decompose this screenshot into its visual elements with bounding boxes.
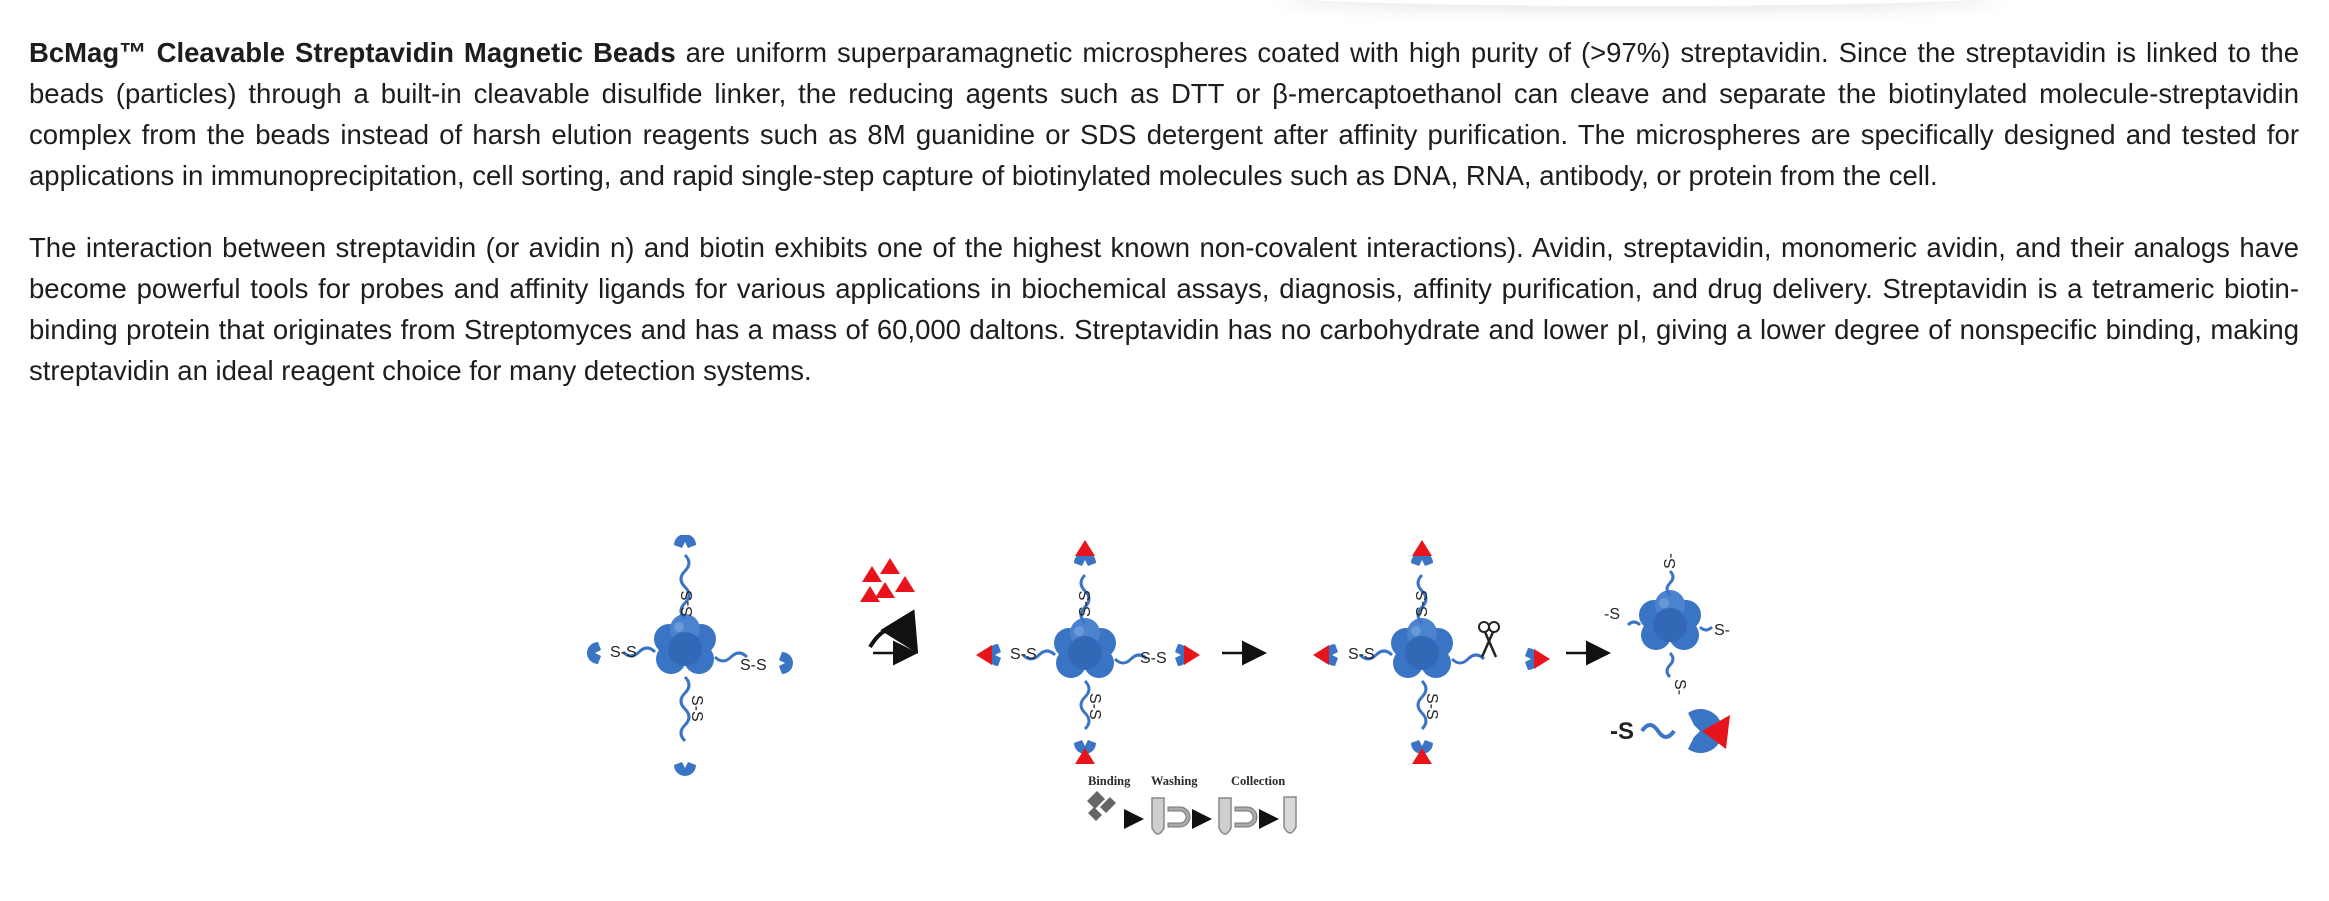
product-name: BcMag™ Cleavable Streptavidin Magnetic B…: [29, 37, 676, 68]
cleaved-label: S-: [1662, 553, 1679, 569]
linker-label: S-S: [1140, 650, 1167, 667]
cleavable-beads-diagram: S-S S-S S-S S-S S-S S-S: [580, 535, 1760, 855]
intro-text: are uniform superparamagnetic microspher…: [29, 37, 2299, 191]
tube-icon: [1283, 796, 1297, 834]
cleaved-label-left: -S: [1610, 718, 1634, 745]
step-label: Collection: [1231, 774, 1285, 788]
top-shadow: [1280, 0, 2000, 6]
linker-label: S-S: [1414, 590, 1431, 617]
construct-3: S-S S-S S-S: [1313, 540, 1550, 764]
rotate-arrow-icon: [868, 609, 919, 654]
linker-label: S-S: [610, 644, 637, 661]
construct-2: S-S S-S S-S S-S: [976, 540, 1200, 764]
linker-label: S-S: [1423, 693, 1440, 720]
released-complex: -S: [1610, 709, 1730, 753]
construct-1: S-S S-S S-S S-S: [587, 535, 793, 776]
linker-label: S-S: [1086, 693, 1103, 720]
tube-magnet-icon: [1218, 797, 1258, 835]
scissors-icon: [1478, 621, 1500, 658]
cleaved-bead: S- S- -S S-: [1604, 553, 1730, 695]
interaction-paragraph: The interaction between streptavidin (or…: [29, 232, 2299, 386]
linker-label: S-S: [1077, 590, 1094, 617]
step-label: Washing: [1151, 774, 1198, 788]
intro-paragraph: BcMag™ Cleavable Streptavidin Magnetic B…: [29, 32, 2299, 196]
linker-label: S-S: [1010, 646, 1037, 663]
cleaved-label: S-: [1714, 622, 1730, 639]
linker-label: S-S: [679, 590, 696, 617]
cleaved-label-left: -S: [1604, 606, 1620, 623]
linker-label: S-S: [1348, 646, 1375, 663]
step-label: Binding: [1088, 774, 1131, 788]
process-steps: Binding Washing Collection: [1087, 774, 1297, 835]
product-description: BcMag™ Cleavable Streptavidin Magnetic B…: [29, 32, 2299, 391]
tube-magnet-icon: [1151, 797, 1191, 835]
cleaved-label: S-: [1671, 679, 1688, 695]
linker-label: S-S: [740, 657, 767, 674]
linker-label: S-S: [688, 695, 705, 722]
rotator-icon: [1087, 791, 1116, 821]
free-biotin-group: [860, 558, 919, 666]
diagram-svg: S-S S-S S-S S-S S-S S-S: [587, 535, 1730, 835]
